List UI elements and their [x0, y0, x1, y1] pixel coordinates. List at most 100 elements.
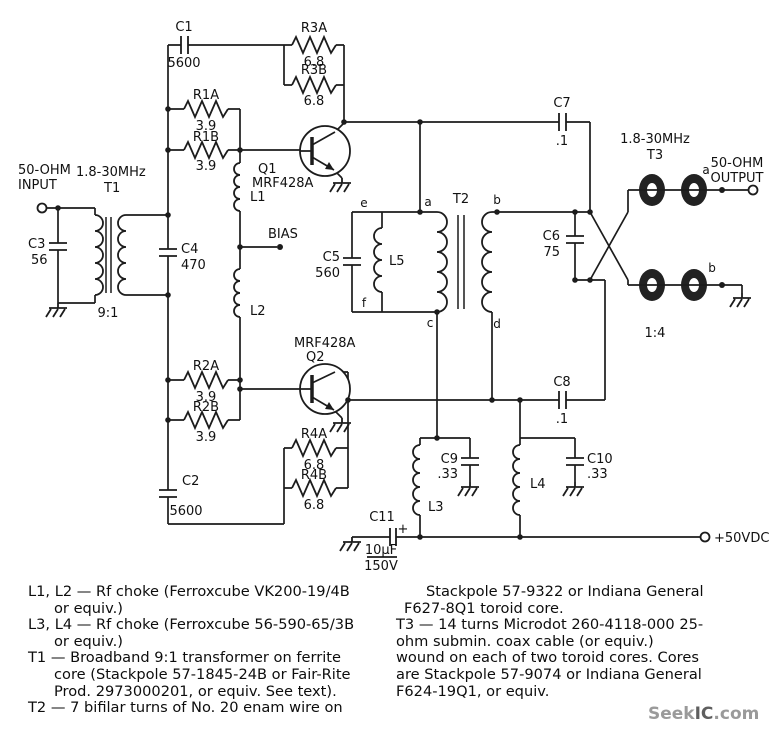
ground-output: [729, 292, 752, 308]
r4b-val-label: 6.8: [304, 498, 325, 513]
circuit-schematic: C1 5600 R3A 6.8 R3B 6.8 R1A 3.9 R1B 3.9 …: [18, 20, 769, 574]
t3-term-b-label: b: [708, 261, 716, 275]
t3-toroid-core-1: [639, 174, 665, 206]
c9-capacitor-symbol: [461, 457, 479, 466]
r1b-ref-label: R1B: [193, 130, 219, 145]
wires: [47, 44, 743, 558]
c6-capacitor-symbol: [566, 235, 584, 244]
r4a-val-label: 6.8: [304, 458, 325, 473]
q2-transistor: [299, 363, 351, 415]
r1b-val-label: 3.9: [196, 159, 217, 174]
q1-ref-label: Q1: [258, 162, 277, 177]
r1a-val-label: 3.9: [196, 119, 217, 134]
wire-dc-feed: [352, 400, 700, 558]
wire-main-rail: [167, 45, 285, 525]
c8-ref-label: C8: [553, 375, 570, 390]
r2b-ref-label: R2B: [193, 400, 219, 415]
note-line: are Stackpole 57-9074 or Indiana General: [396, 665, 702, 683]
wire-c1-r3-feedback: [168, 44, 345, 122]
l3-coil: [412, 444, 421, 516]
r3b-ref-label: R3B: [301, 63, 327, 78]
wire-ef-network: [351, 211, 437, 313]
parts-notes: L1, L2 — Rf choke (Ferroxcube VK200-19/4…: [0, 583, 782, 717]
t2-term-a-label: a: [424, 195, 431, 209]
c3-capacitor-symbol: [49, 242, 67, 251]
q1-part-label: MRF428A: [252, 176, 314, 191]
c2-ref-label: C2: [182, 474, 199, 489]
note-line: or equiv.): [54, 632, 123, 650]
c9-ref-label: C9: [441, 452, 458, 467]
wire-base-bias-network: [168, 108, 300, 421]
l1-coil: [233, 162, 241, 212]
note-line: F627-8Q1 toroid core.: [404, 599, 564, 617]
note-line: T3 — 14 turns Microdot 260-4118-000 25-: [396, 616, 704, 634]
l2-ref-label: L2: [250, 304, 266, 319]
t3-toroid-core-2: [681, 174, 707, 206]
t3-toroid-core-4: [681, 269, 707, 301]
input-terminal: [36, 202, 48, 214]
note-line: L3, L4 — Rf choke (Ferroxcube 56-590-65/…: [28, 616, 355, 634]
t3-coax-lines: [628, 189, 748, 286]
c9-val-label: .33: [437, 467, 458, 482]
note-line: T2 — 7 bifilar turns of No. 20 enam wire…: [28, 699, 343, 717]
l4-coil: [512, 444, 521, 516]
r1a-resistor-symbol: [183, 100, 229, 118]
r3b-resistor-symbol: [291, 76, 337, 94]
input-impedance-label: 50-OHM: [18, 163, 71, 178]
t3-balun: [628, 174, 748, 301]
c1-ref-label: C1: [175, 20, 192, 35]
t2-left-winding: [436, 211, 448, 313]
r2b-val-label: 3.9: [196, 430, 217, 445]
ground-input: [45, 302, 68, 318]
wire-q1-collector: [311, 121, 591, 212]
note-line: core (Stackpole 57-1845-24B or Fair-Rite: [54, 665, 351, 683]
l3-ref-label: L3: [428, 500, 444, 515]
c11-val-label: 10μF: [365, 543, 397, 558]
t3-toroid-core-3: [639, 269, 665, 301]
t3-ref-label: T3: [646, 148, 663, 163]
c8-capacitor-symbol: [558, 391, 567, 409]
t1-ref-label: T1: [103, 181, 120, 196]
q2-ref-label: Q2: [306, 350, 325, 365]
l5-coil: [373, 227, 383, 293]
c11-polarity-label: +: [398, 522, 409, 537]
wire-t2-links: [436, 211, 590, 438]
t2-right-winding: [481, 211, 493, 313]
t1-primary-coil: [94, 214, 104, 296]
l1-ref-label: L1: [250, 190, 266, 205]
c5-ref-label: C5: [323, 250, 340, 265]
c6-val-label: 75: [543, 245, 560, 260]
labels: C1 5600 R3A 6.8 R3B 6.8 R1A 3.9 R1B 3.9 …: [18, 20, 769, 574]
r4b-ref-label: R4B: [301, 468, 327, 483]
inductors: [94, 162, 521, 516]
c7-val-label: .1: [556, 134, 568, 149]
t1-core: [105, 217, 112, 293]
t2-core: [457, 215, 465, 309]
t3-ratio-label: 1:4: [645, 326, 666, 341]
t1-ratio-label: 9:1: [98, 306, 119, 321]
watermark-seek: Seek: [648, 704, 695, 724]
l5-ref-label: L5: [389, 254, 405, 269]
q2-part-label: MRF428A: [294, 336, 356, 351]
watermark: SeekIC.com: [648, 704, 759, 724]
q1-leads: [300, 131, 336, 171]
note-line: T1 — Broadband 9:1 transformer on ferrit…: [28, 649, 341, 667]
c1-capacitor-symbol: [180, 36, 189, 54]
c4-val-label: 470: [181, 258, 206, 273]
t2-term-b-label: b: [493, 193, 501, 207]
c5-capacitor-symbol: [343, 257, 361, 266]
t2-term-f-label: f: [362, 296, 367, 310]
c2-val-label: 5600: [169, 504, 202, 519]
output-impedance-label: 50-OHM: [711, 156, 764, 171]
note-line: F624-19Q1, or equiv.: [396, 682, 550, 700]
l2-coil: [233, 268, 241, 318]
t2-term-d-label: d: [493, 317, 501, 331]
ground-q1-emitter: [329, 177, 352, 193]
r1a-ref-label: R1A: [193, 88, 219, 103]
r2a-ref-label: R2A: [193, 359, 219, 374]
supply-label: +50VDC: [714, 531, 769, 546]
c3-val-label: 56: [31, 253, 48, 268]
output-port-label: OUTPUT: [711, 171, 764, 186]
c8-val-label: .1: [556, 412, 568, 427]
